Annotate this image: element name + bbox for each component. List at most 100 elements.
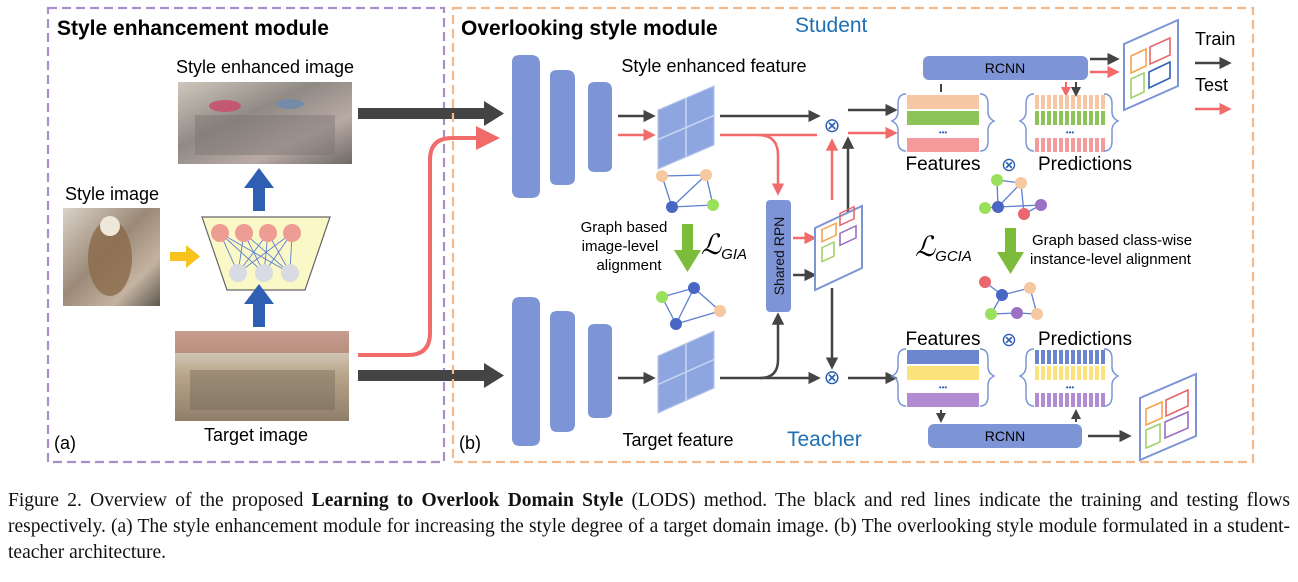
teacher-label: Teacher xyxy=(787,428,862,451)
train-arrow-target xyxy=(358,363,504,388)
gcia-green-arrow xyxy=(997,228,1024,274)
gia-label-line2: image-level xyxy=(582,238,659,255)
student-prediction-stripe xyxy=(1089,111,1093,125)
student-prediction-stripe xyxy=(1083,95,1087,109)
teacher-prediction-stripe xyxy=(1047,366,1051,380)
otimes-student: ⊗ xyxy=(824,115,841,137)
teacher-prediction-stripe xyxy=(1059,366,1063,380)
teacher-prediction-stripe xyxy=(1071,393,1075,407)
gcia-label-line1: Graph based class-wise xyxy=(1032,232,1192,249)
shared-rpn-label: Shared RPN xyxy=(771,217,787,296)
gia-label-line3: alignment xyxy=(596,257,662,274)
test-arrow-feat-to-rpn xyxy=(757,133,785,196)
student-output-frame xyxy=(1123,18,1179,112)
teacher-prediction-stripe xyxy=(1059,393,1063,407)
gia-label-line1: Graph based xyxy=(581,219,668,236)
teacher-prediction-stripe xyxy=(1083,366,1087,380)
graph-gia-teacher xyxy=(656,282,726,330)
train-arrow-feat-to-rpn xyxy=(759,312,785,380)
panel-a-tag: (a) xyxy=(54,433,76,453)
student-predictions: ••• xyxy=(1018,93,1120,152)
teacher-prediction-stripe xyxy=(1089,350,1093,364)
teacher-prediction-stripe xyxy=(1095,366,1099,380)
caption-suffix: (LODS) method. The black and red lines i… xyxy=(8,490,1291,563)
panel-a-border xyxy=(46,6,446,464)
legend-train: Train xyxy=(1195,29,1235,49)
shared-rpn-box xyxy=(766,200,791,312)
panel-a-title: Style enhancement module xyxy=(57,17,329,40)
student-prediction-stripe xyxy=(1071,95,1075,109)
student-prediction-stripe xyxy=(1059,95,1063,109)
graph-gcia-student xyxy=(979,174,1047,220)
teacher-prediction-stripe xyxy=(1041,366,1045,380)
student-prediction-stripe xyxy=(1041,95,1045,109)
teacher-encoder xyxy=(512,297,612,446)
student-prediction-stripe xyxy=(1053,95,1057,109)
student-prediction-stripe xyxy=(1065,111,1069,125)
student-prediction-stripe xyxy=(1101,111,1105,125)
gcia-label-line2: instance-level alignment xyxy=(1030,251,1192,268)
teacher-prediction-stripe xyxy=(1053,393,1057,407)
target-feature-label: Target feature xyxy=(622,430,733,450)
graph-gia-student xyxy=(656,169,719,213)
style-image-label: Style image xyxy=(65,184,159,204)
style-enhanced-image-label: Style enhanced image xyxy=(176,57,354,77)
student-prediction-stripe xyxy=(1041,138,1045,152)
prediction-dots: ••• xyxy=(1066,383,1075,392)
teacher-prediction-stripe xyxy=(1077,393,1081,407)
student-prediction-stripe xyxy=(1035,138,1039,152)
otimes-features-bottom: ⊗ xyxy=(1001,330,1017,351)
style-enhanced-image xyxy=(178,82,352,164)
student-prediction-stripe xyxy=(1047,111,1051,125)
svg-text:•••: ••• xyxy=(939,128,948,137)
panel-b-title: Overlooking style module xyxy=(461,17,718,40)
graph-gcia-teacher xyxy=(979,276,1043,320)
teacher-prediction-stripe xyxy=(1077,366,1081,380)
caption-bold: Learning to Overlook Domain Style xyxy=(311,490,624,511)
predictions-top-label: Predictions xyxy=(1038,154,1132,175)
target-image-label: Target image xyxy=(204,425,308,445)
teacher-prediction-stripe xyxy=(1065,350,1069,364)
style-enhanced-feature-label: Style enhanced feature xyxy=(621,56,806,76)
panel-b-tag: (b) xyxy=(459,433,481,453)
student-prediction-stripe xyxy=(1053,111,1057,125)
student-prediction-stripe xyxy=(1089,95,1093,109)
rcnn-teacher xyxy=(928,424,1082,448)
student-prediction-stripe xyxy=(1077,138,1081,152)
teacher-prediction-stripe xyxy=(1101,393,1105,407)
yellow-arrow xyxy=(170,245,200,268)
teacher-prediction-stripe xyxy=(1053,366,1057,380)
teacher-prediction-stripe xyxy=(1089,366,1093,380)
legend-test: Test xyxy=(1195,75,1228,95)
teacher-prediction-stripe xyxy=(1047,393,1051,407)
method-diagram: Style enhancement module (a) Style enhan… xyxy=(46,6,1255,464)
features-top-label: Features xyxy=(906,154,981,175)
target-image xyxy=(175,331,349,421)
student-prediction-stripe xyxy=(1095,138,1099,152)
teacher-prediction-stripe xyxy=(1095,393,1099,407)
features-bottom-label: Features xyxy=(906,329,981,350)
student-prediction-stripe xyxy=(1083,111,1087,125)
figure-caption: Figure 2. Overview of the proposed Learn… xyxy=(8,488,1290,566)
student-encoder xyxy=(512,55,612,198)
student-prediction-stripe xyxy=(1035,111,1039,125)
student-prediction-stripe xyxy=(1053,138,1057,152)
gcia-loss: ℒGCIA xyxy=(915,231,972,265)
teacher-prediction-stripe xyxy=(1089,393,1093,407)
student-prediction-stripe xyxy=(1041,111,1045,125)
predictions-bottom-label: Predictions xyxy=(1038,329,1132,350)
teacher-prediction-stripe xyxy=(1053,350,1057,364)
teacher-prediction-stripe xyxy=(1095,350,1099,364)
caption-prefix: Figure 2. Overview of the proposed xyxy=(8,490,312,511)
teacher-prediction-stripe xyxy=(1035,393,1039,407)
test-arrow-target-to-student xyxy=(358,126,500,357)
student-prediction-stripe xyxy=(1071,138,1075,152)
teacher-prediction-stripe xyxy=(1065,366,1069,380)
student-prediction-stripe xyxy=(1077,111,1081,125)
teacher-feature-map xyxy=(657,330,715,414)
student-prediction-stripe xyxy=(1095,111,1099,125)
student-prediction-stripe xyxy=(1047,95,1051,109)
student-prediction-stripe xyxy=(1101,95,1105,109)
teacher-prediction-stripe xyxy=(1077,350,1081,364)
train-arrow-enhanced xyxy=(358,101,504,126)
